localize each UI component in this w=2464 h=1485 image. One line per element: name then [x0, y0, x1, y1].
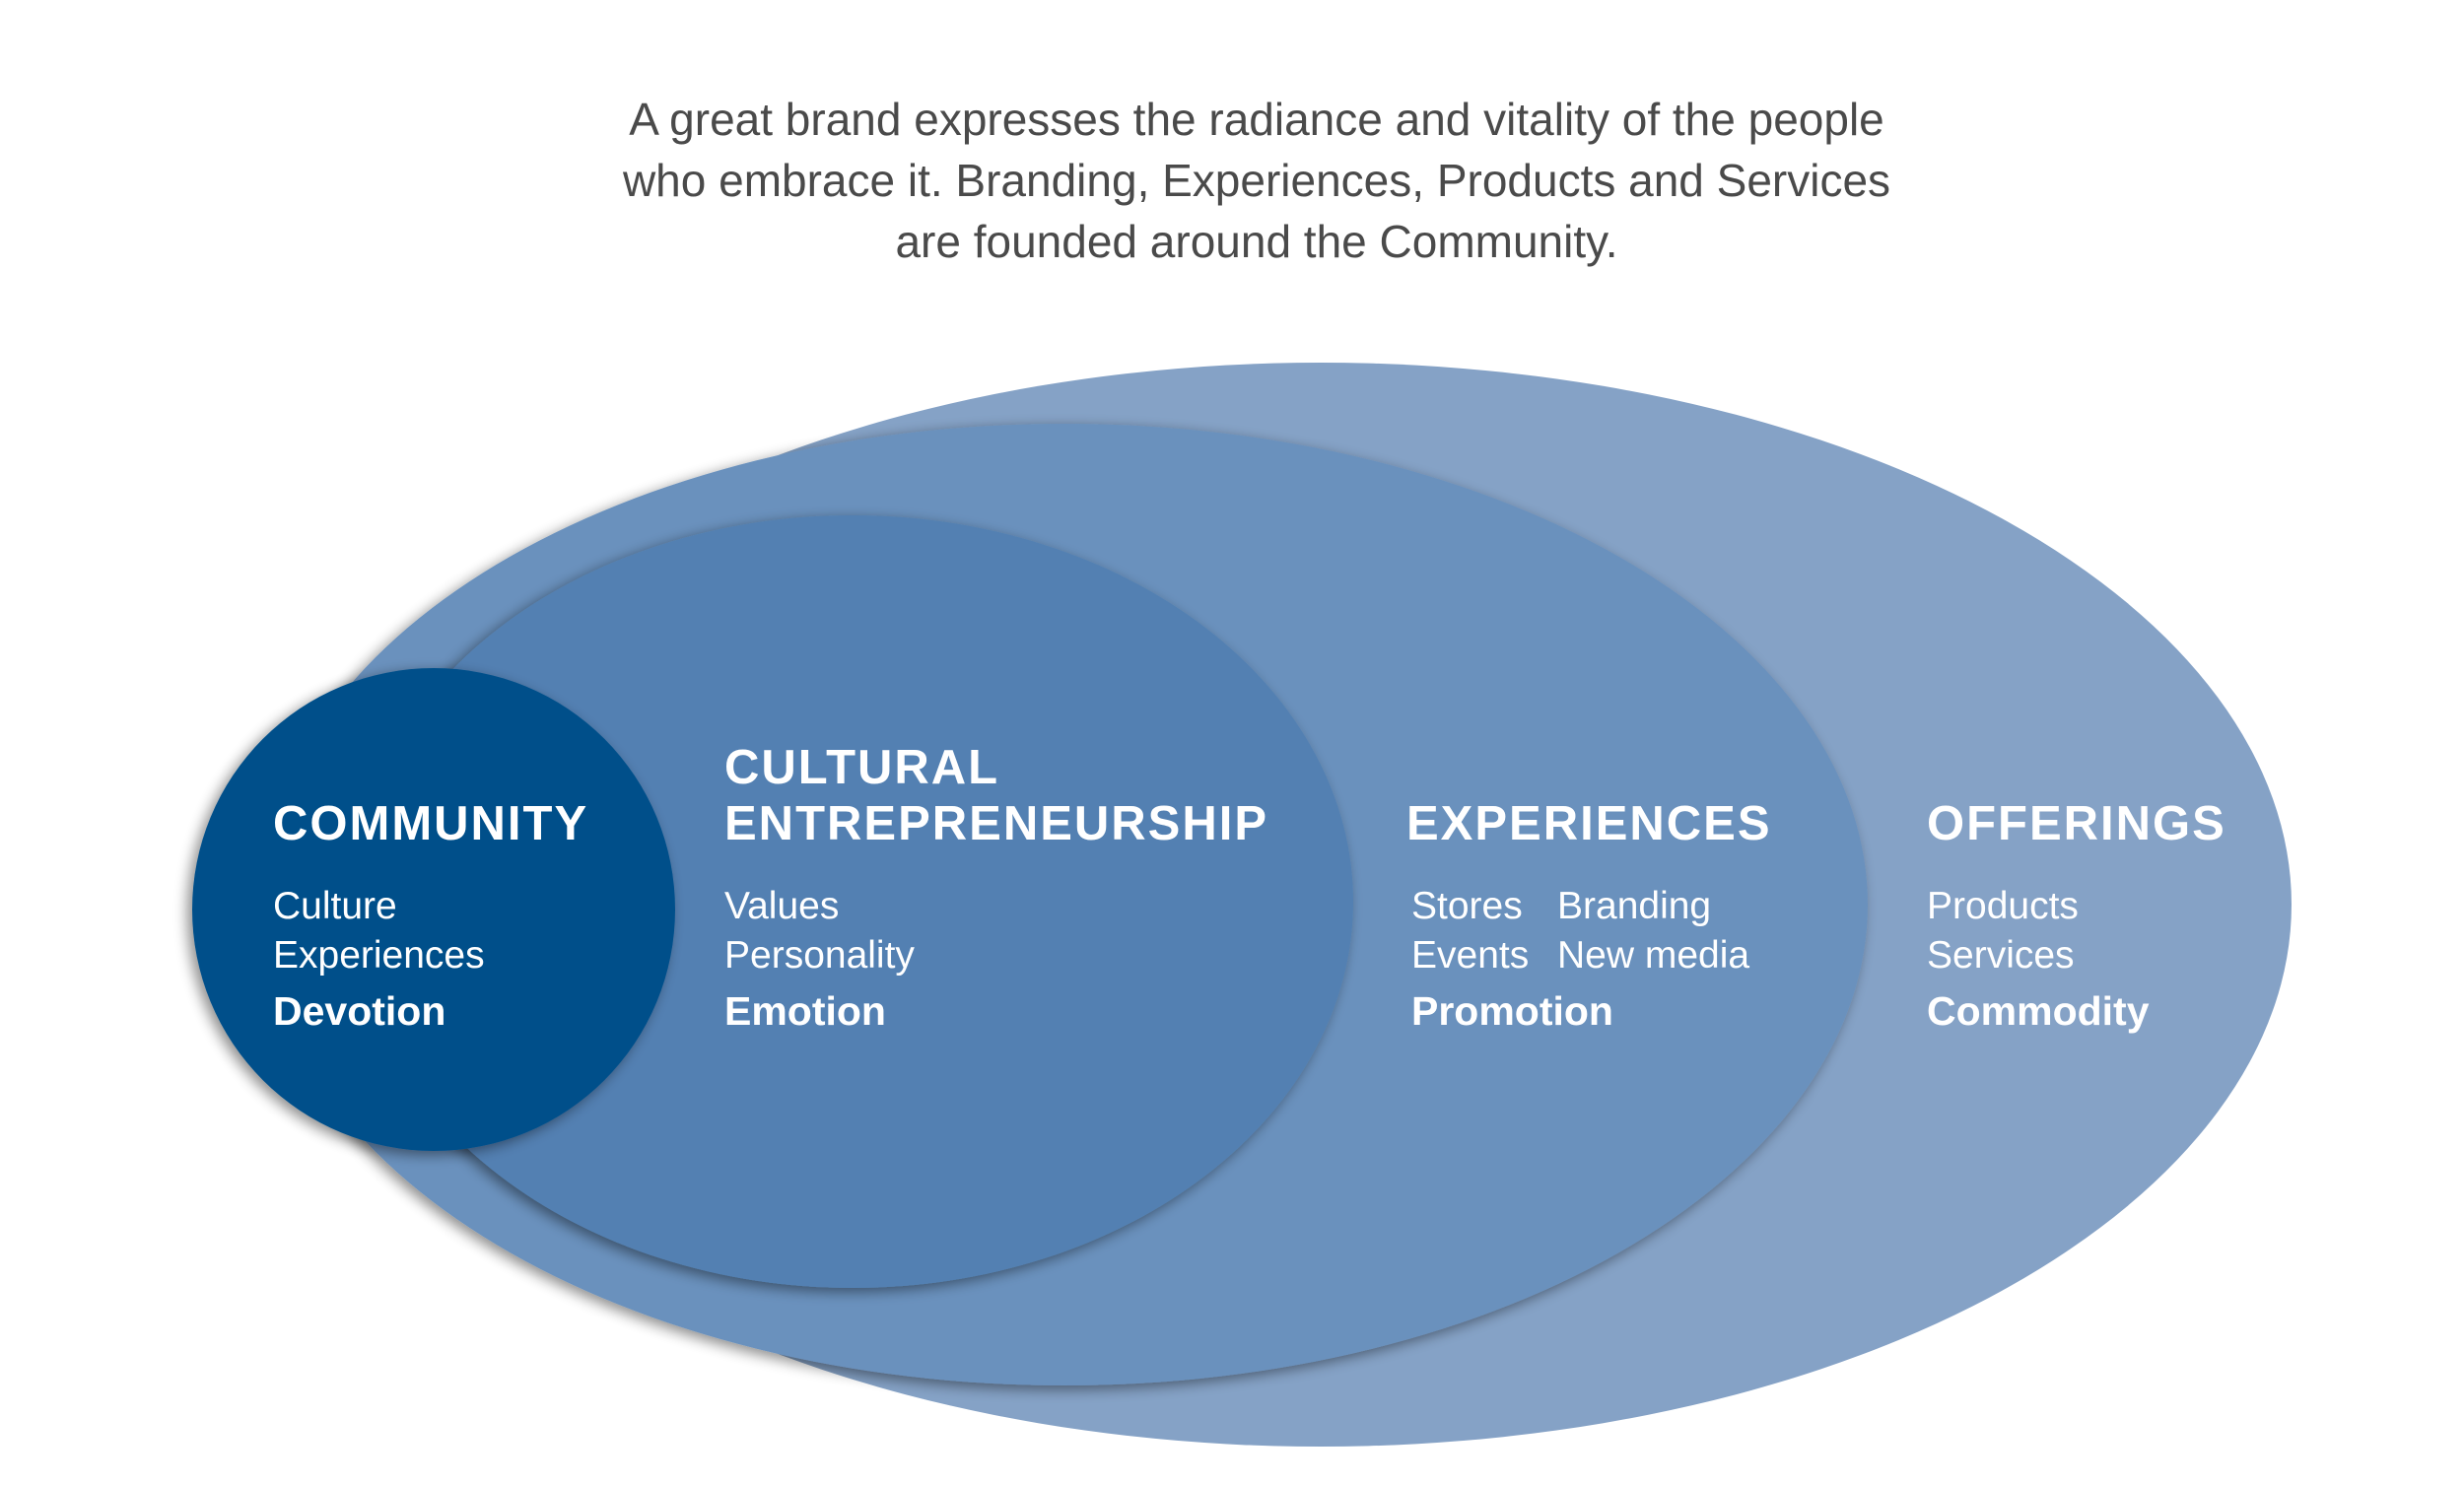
experiences-keyword: Promotion [1411, 988, 1613, 1034]
experiences-item-events: Events [1411, 934, 1530, 977]
intro-line-1: A great brand expresses the radiance and… [629, 94, 1884, 145]
community-circle [192, 668, 675, 1151]
offerings-heading: OFFERINGS [1927, 797, 2226, 850]
community-item-culture: Culture [273, 885, 397, 927]
community-item-experiences: Experiences [273, 934, 485, 977]
cultural-entrepreneurship-ellipse [352, 515, 1353, 1288]
offerings-label-group: OFFERINGS Products Services Commodity [1927, 796, 2226, 1036]
community-label-group: COMMUNITY Culture Experiences Devotion [273, 796, 588, 1036]
experiences-item-new-media: New media [1557, 934, 1750, 977]
experiences-item-stores: Stores [1411, 885, 1523, 927]
cultural-item-values: Values [724, 885, 840, 927]
cultural-heading-line-2: ENTREPRENEURSHIP [724, 797, 1269, 850]
community-keyword: Devotion [273, 988, 446, 1034]
intro-text: A great brand expresses the radiance and… [345, 89, 2168, 272]
cultural-item-personality: Personality [724, 934, 915, 977]
cultural-keyword: Emotion [724, 988, 886, 1034]
cultural-label-group: CULTURAL ENTREPRENEURSHIP Values Persona… [724, 740, 1268, 1036]
community-heading: COMMUNITY [273, 797, 589, 850]
experiences-heading: EXPERIENCES [1406, 797, 1772, 850]
intro-line-3: are founded around the Community. [895, 216, 1618, 267]
cultural-heading-line-1: CULTURAL [724, 741, 1000, 794]
intro-line-2: who embrace it. Branding, Experiences, P… [622, 155, 1891, 206]
experiences-item-branding: Branding [1557, 885, 1712, 927]
offerings-keyword: Commodity [1927, 988, 2150, 1034]
experiences-label-group: EXPERIENCES Stores Events Branding New m… [1406, 796, 1772, 1036]
offerings-item-services: Services [1927, 934, 2075, 977]
offerings-item-products: Products [1927, 885, 2079, 927]
